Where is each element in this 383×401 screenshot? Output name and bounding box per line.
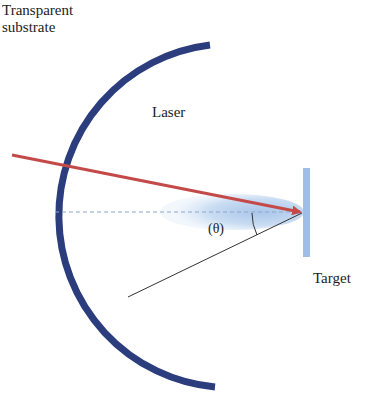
target-label: Target [313, 270, 373, 287]
angle-arc [252, 213, 257, 235]
axis-line [55, 211, 302, 212]
laser-beam [12, 155, 300, 212]
laser-label: Laser [152, 104, 212, 121]
substrate-label: Transparent substrate [2, 2, 97, 37]
angle-line [128, 213, 302, 297]
angle-label: (θ) [208, 221, 248, 237]
target-plate [303, 168, 310, 257]
